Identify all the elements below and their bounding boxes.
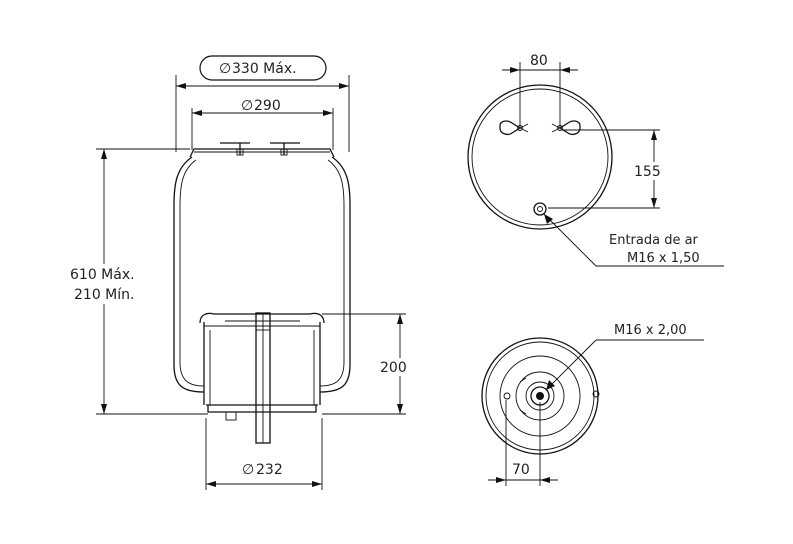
bolt-hole-left	[503, 392, 511, 400]
thread-label: M16 x 2,00	[614, 323, 687, 338]
top-plate-diameter-label: 290	[254, 98, 281, 114]
top-view: 80 155 Entrada de ar M16 x 1,50	[467, 53, 724, 267]
thread-callout: M16 x 2,00	[545, 323, 704, 391]
offset-label: 70	[512, 462, 530, 478]
inlet-label-line2: M16 x 1,50	[627, 251, 700, 266]
height-min-label: 210 Mín.	[74, 287, 134, 303]
overall-diameter-dimension: ∅ 330 Máx.	[175, 55, 350, 152]
piston	[199, 312, 325, 421]
top-plate	[189, 142, 335, 158]
offset-dimension: 70	[488, 400, 558, 486]
inlet-label-line1: Entrada de ar	[609, 233, 699, 248]
height-max-label: 610 Máx.	[70, 267, 135, 283]
air-inlet: Entrada de ar M16 x 1,50	[533, 202, 724, 267]
stud-spacing-label: 80	[530, 53, 548, 69]
piston-height-label: 200	[380, 360, 407, 376]
piston-diameter-label: 232	[256, 462, 283, 478]
top-plate-diameter-dimension: ∅ 290	[191, 98, 334, 150]
inlet-offset-dimension: 155	[548, 129, 664, 209]
overall-diameter-label: 330 Máx.	[232, 61, 297, 77]
max-diameter-callout-box	[199, 55, 327, 81]
piston-diameter-dimension: ∅ 232	[205, 418, 323, 490]
inlet-offset-label: 155	[634, 164, 661, 180]
top-plate-outer-circle	[467, 84, 613, 230]
bellows	[173, 156, 351, 393]
thread-center	[536, 392, 544, 400]
stud-left	[499, 120, 529, 135]
bolt-hole-right	[592, 390, 600, 398]
diameter-symbol: ∅	[219, 61, 231, 77]
bottom-view: M16 x 2,00 70	[481, 323, 704, 486]
top-plate-inner-circle	[471, 88, 609, 226]
piston-height-dimension: 200	[322, 313, 410, 415]
diameter-symbol: ∅	[241, 98, 253, 114]
height-dimension: 610 Máx. 210 Mín.	[66, 148, 208, 415]
stud-spacing-dimension: 80	[502, 53, 578, 128]
diameter-symbol: ∅	[242, 462, 254, 478]
side-view: ∅ 330 Máx. ∅ 290	[66, 55, 410, 490]
stud-right	[551, 120, 581, 135]
center-stud	[255, 312, 271, 444]
rib-marks	[519, 377, 527, 415]
